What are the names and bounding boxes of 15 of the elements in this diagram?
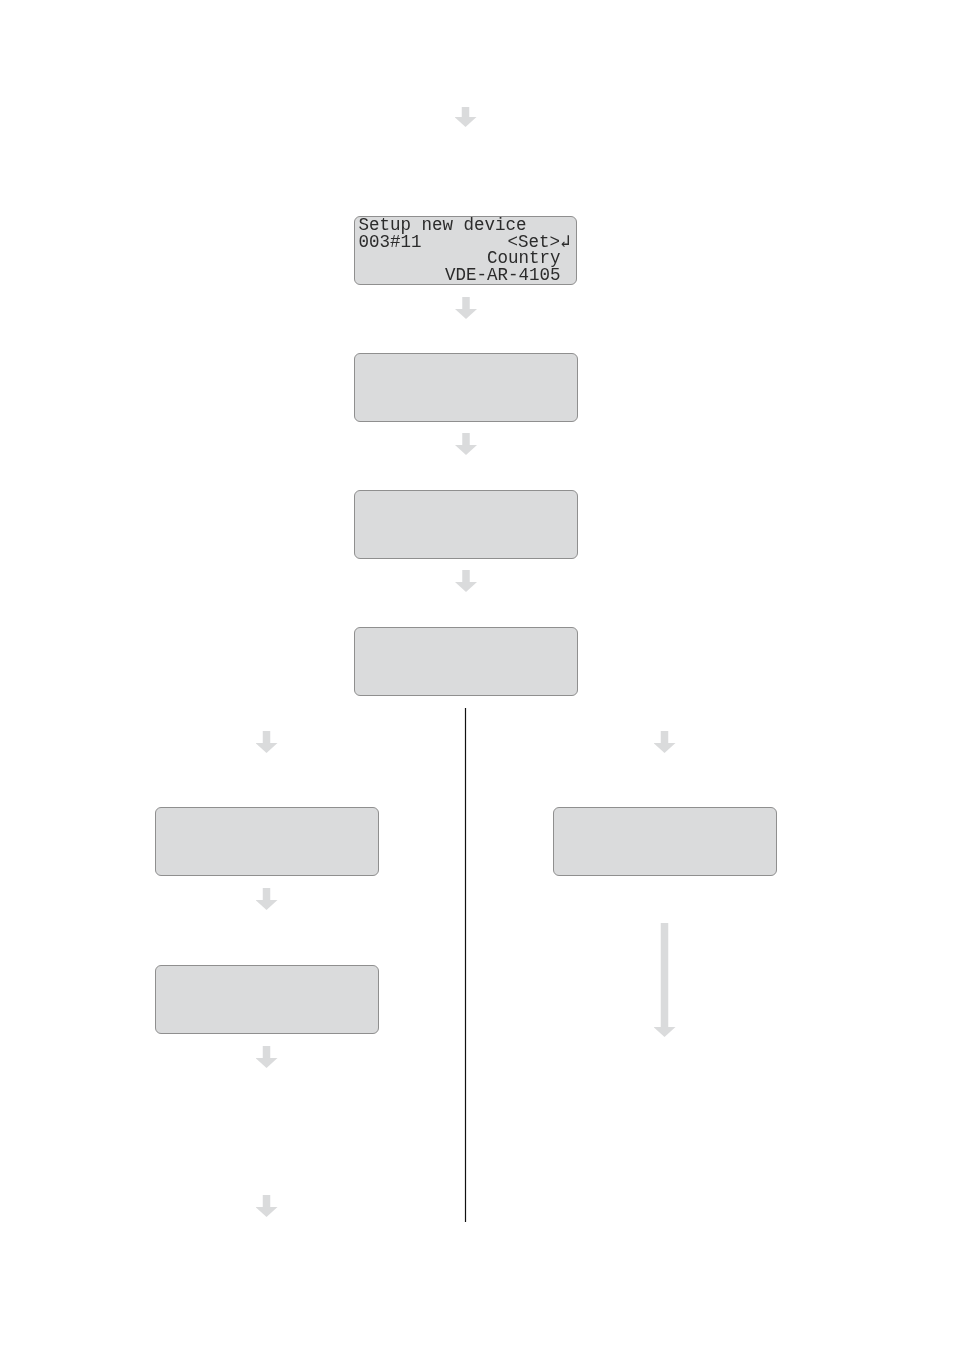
lcd-text: Country bbox=[487, 250, 561, 267]
lcd-display bbox=[354, 627, 578, 696]
lcd-text: VDE-AR-4105 bbox=[444, 266, 561, 283]
arrow bbox=[455, 297, 477, 319]
arrow bbox=[455, 570, 477, 592]
lcd-display bbox=[155, 965, 379, 1034]
lcd-display bbox=[354, 216, 577, 285]
lcd-display bbox=[354, 353, 578, 422]
lcd-display bbox=[553, 807, 777, 876]
lcd-text: <Set>↲ bbox=[507, 233, 571, 250]
arrow bbox=[455, 433, 477, 455]
lcd-text: Setup new device bbox=[358, 217, 527, 234]
lcd-display bbox=[354, 490, 578, 559]
lcd-text: 003#11 bbox=[358, 233, 422, 250]
lcd-display bbox=[155, 807, 379, 876]
